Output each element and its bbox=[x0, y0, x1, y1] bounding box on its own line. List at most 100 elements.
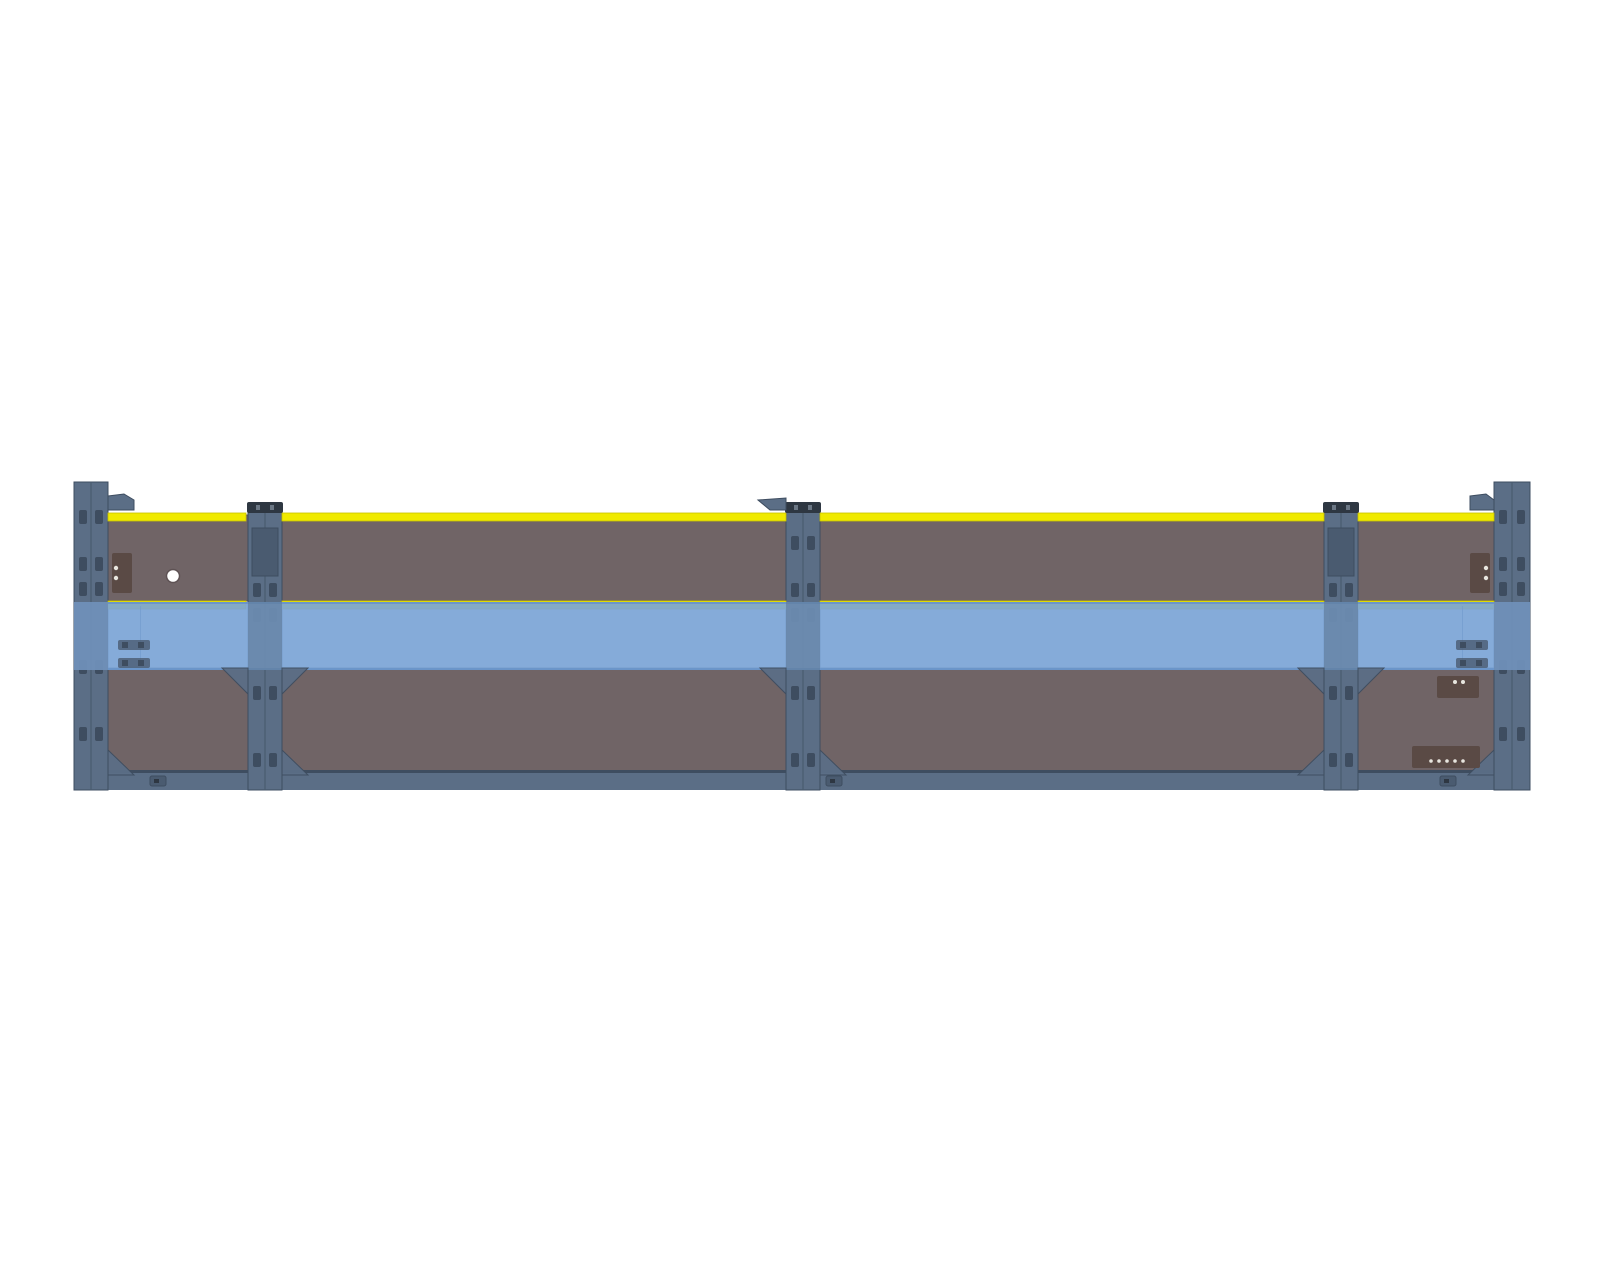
post-center-slot-l-1 bbox=[791, 583, 799, 597]
post-left-end-slot-r-2 bbox=[95, 582, 103, 596]
gusset-bl-post3 bbox=[1296, 748, 1325, 776]
clamp-post-center-body bbox=[785, 502, 821, 513]
clamp-post-3 bbox=[1323, 502, 1359, 513]
post-left-end-slot-r-1 bbox=[95, 557, 103, 571]
post-1-slot-r-4 bbox=[269, 753, 277, 767]
foot-tab-2 bbox=[1439, 775, 1457, 787]
gusset-3-right bbox=[1357, 667, 1386, 696]
beam-post-tint-2 bbox=[1324, 602, 1358, 670]
post-left-end-slot-r-0 bbox=[95, 510, 103, 524]
post-center-slot-l-3 bbox=[791, 686, 799, 700]
glass-beam bbox=[74, 602, 1530, 670]
gusset-bl-post1 bbox=[281, 748, 310, 776]
connector-right-lower bbox=[1412, 746, 1480, 768]
foot-tab-1 bbox=[825, 775, 843, 787]
post-1-slot-l-3 bbox=[253, 686, 261, 700]
post-right-end-slot-l-4 bbox=[1499, 727, 1507, 741]
beam-clip-2-b bbox=[1476, 642, 1482, 648]
clamp-post-1-tick-l bbox=[256, 505, 260, 510]
clamp-post-center bbox=[785, 502, 821, 513]
beam-clip-3 bbox=[1456, 658, 1488, 668]
clamp-post-1-body bbox=[247, 502, 283, 513]
post-right-end-slot-l-0 bbox=[1499, 510, 1507, 524]
gusset-1-right bbox=[281, 667, 310, 696]
post-center-slot-r-1 bbox=[807, 583, 815, 597]
post-center-slot-r-0 bbox=[807, 536, 815, 550]
beam-end-tint-1 bbox=[1494, 602, 1530, 670]
post-left-end-slot-l-0 bbox=[79, 510, 87, 524]
post-center-slot-r-4 bbox=[807, 753, 815, 767]
gusset-3-left bbox=[1296, 667, 1325, 696]
post-right-end-slot-r-2 bbox=[1517, 582, 1525, 596]
gusset-bl-right bbox=[1466, 748, 1495, 776]
foot-tab-0-hole bbox=[154, 779, 159, 783]
beam-clip-1-b bbox=[138, 660, 144, 666]
post-center-slot-l-0 bbox=[791, 536, 799, 550]
clamp-post-1-tick-r bbox=[270, 505, 274, 510]
beam-end-tint-0 bbox=[74, 602, 108, 670]
clamp-post-3-tick-l bbox=[1332, 505, 1336, 510]
post-right-end-slot-l-2 bbox=[1499, 582, 1507, 596]
post-left-end-slot-l-4 bbox=[79, 727, 87, 741]
rail-0-seg-1 bbox=[281, 512, 787, 522]
beam-clip-2-a bbox=[1460, 642, 1466, 648]
post-3-slot-l-1 bbox=[1329, 583, 1337, 597]
end-bracket-left bbox=[107, 493, 135, 511]
post-right-end-slot-r-4 bbox=[1517, 727, 1525, 741]
beam-clip-2 bbox=[1456, 640, 1488, 650]
rail-0-seg-0 bbox=[107, 512, 247, 522]
beam-clip-1 bbox=[118, 658, 150, 668]
post-left-end-slot-l-1 bbox=[79, 557, 87, 571]
post-3-slot-l-4 bbox=[1329, 753, 1337, 767]
beam-post-tint-0 bbox=[248, 602, 282, 670]
post-1-slot-r-1 bbox=[269, 583, 277, 597]
gusset-bl-left bbox=[107, 748, 136, 776]
post-1-window bbox=[251, 527, 279, 577]
clamp-post-3-tick-r bbox=[1346, 505, 1350, 510]
connector-right-mid bbox=[1437, 676, 1479, 698]
post-right-end-slot-r-0 bbox=[1517, 510, 1525, 524]
gusset-1-left bbox=[220, 667, 249, 696]
foot-tab-0 bbox=[149, 775, 167, 787]
end-bracket-right bbox=[1469, 493, 1495, 511]
foot-tab-2-hole bbox=[1444, 779, 1449, 783]
post-right-end-slot-r-1 bbox=[1517, 557, 1525, 571]
bracket-center-wing bbox=[756, 497, 787, 511]
post-3-slot-l-3 bbox=[1329, 686, 1337, 700]
post-right-end-slot-l-1 bbox=[1499, 557, 1507, 571]
post-1-slot-l-4 bbox=[253, 753, 261, 767]
beam-post-tint-1 bbox=[786, 602, 820, 670]
bottom-foot-tabs bbox=[149, 775, 1457, 787]
rail-0-seg-2 bbox=[819, 512, 1325, 522]
post-3-slot-r-4 bbox=[1345, 753, 1353, 767]
rail-0-seg-3 bbox=[1357, 512, 1495, 522]
foot-tab-1-hole bbox=[830, 779, 835, 783]
post-3-slot-r-1 bbox=[1345, 583, 1353, 597]
clamp-post-1 bbox=[247, 502, 283, 513]
beam-clip-0-b bbox=[138, 642, 144, 648]
post-center-slot-r-3 bbox=[807, 686, 815, 700]
top-brackets bbox=[107, 493, 1495, 513]
gusset-bl-center bbox=[819, 748, 848, 776]
post-left-end-slot-l-2 bbox=[79, 582, 87, 596]
glass-inner-left bbox=[140, 606, 141, 666]
post-left-end-slot-r-4 bbox=[95, 727, 103, 741]
beam-clip-3-b bbox=[1476, 660, 1482, 666]
beam-clip-0-a bbox=[122, 642, 128, 648]
clamp-post-center-tick-r bbox=[808, 505, 812, 510]
gusset-center-left bbox=[758, 667, 787, 696]
beam-clip-0 bbox=[118, 640, 150, 650]
clamp-post-center-tick-l bbox=[794, 505, 798, 510]
post-3-window bbox=[1327, 527, 1355, 577]
beam-clip-1-a bbox=[122, 660, 128, 666]
clamp-post-3-body bbox=[1323, 502, 1359, 513]
glass-inner-right bbox=[1462, 606, 1463, 666]
connector-left-upper bbox=[112, 553, 132, 593]
beam-clip-3-a bbox=[1460, 660, 1466, 666]
post-center-slot-l-4 bbox=[791, 753, 799, 767]
post-1-slot-r-3 bbox=[269, 686, 277, 700]
connector-right-upper bbox=[1470, 553, 1490, 593]
beam-details bbox=[74, 602, 1530, 776]
indicator-light bbox=[165, 568, 181, 584]
